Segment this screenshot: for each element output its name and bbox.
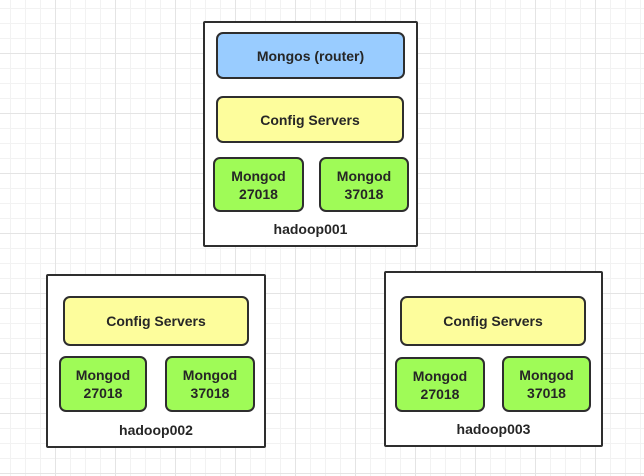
mongod-label: Mongod	[182, 367, 238, 383]
mongod-label: Mongod	[519, 367, 574, 383]
mongod-27018-node[interactable]: Mongod 27018	[213, 157, 304, 212]
host-box-hadoop002[interactable]: Config Servers Mongod 27018 Mongod 37018…	[46, 274, 266, 448]
config-servers-label: Config Servers	[106, 313, 206, 329]
mongod-label: Mongod	[75, 367, 131, 383]
mongod-port: 37018	[344, 185, 384, 202]
mongod-port: 27018	[420, 385, 460, 402]
mongod-27018-node[interactable]: Mongod 27018	[395, 357, 485, 412]
mongod-port: 27018	[239, 185, 278, 202]
mongod-27018-node[interactable]: Mongod 27018	[59, 356, 147, 412]
config-servers-label: Config Servers	[260, 111, 360, 128]
mongod-label: Mongod	[231, 167, 286, 184]
mongod-label: Mongod	[412, 367, 468, 384]
mongod-37018-node[interactable]: Mongod 37018	[165, 356, 255, 412]
mongod-port: 37018	[527, 385, 566, 401]
mongos-router-label: Mongos (router)	[256, 47, 365, 64]
mongod-port: 37018	[190, 385, 230, 401]
host-box-hadoop003[interactable]: Config Servers Mongod 27018 Mongod 37018…	[384, 271, 603, 447]
host-name-label: hadoop001	[273, 221, 348, 237]
host-name-label: hadoop003	[456, 421, 531, 437]
config-servers-node[interactable]: Config Servers	[63, 296, 249, 346]
host-name-label: hadoop002	[119, 422, 193, 438]
mongod-label: Mongod	[336, 167, 392, 184]
config-servers-label: Config Servers	[443, 313, 543, 329]
config-servers-node[interactable]: Config Servers	[400, 296, 586, 346]
mongod-37018-node[interactable]: Mongod 37018	[502, 356, 591, 412]
mongod-port: 27018	[83, 385, 123, 401]
mongod-37018-node[interactable]: Mongod 37018	[319, 157, 409, 212]
mongos-router-node[interactable]: Mongos (router)	[216, 32, 405, 79]
config-servers-node[interactable]: Config Servers	[216, 96, 404, 143]
host-box-hadoop001[interactable]: Mongos (router) Config Servers Mongod 27…	[203, 21, 418, 247]
